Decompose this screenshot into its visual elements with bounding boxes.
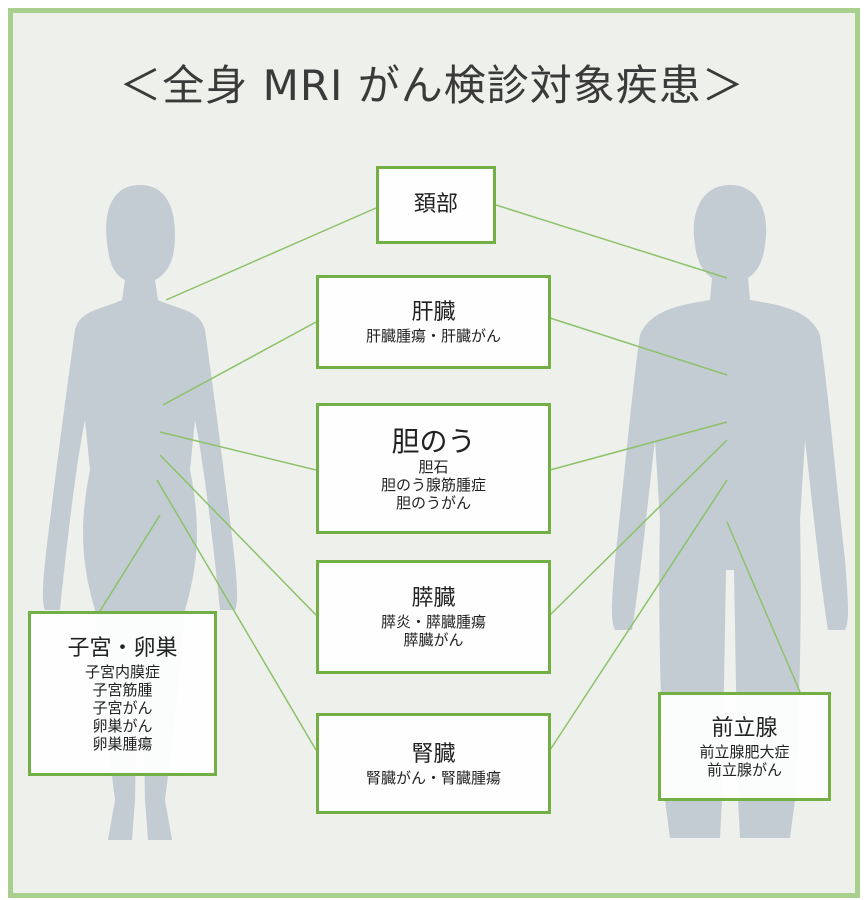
uterus-ovary-heading: 子宮・卵巣 (67, 635, 178, 661)
kidney-box: 腎臓 腎臓がん・腎臓腫瘍 (316, 713, 551, 814)
pancreas-heading: 膵臓 (411, 586, 456, 611)
female-silhouette (42, 185, 238, 840)
kidney-item: 腎臓がん・腎臓腫瘍 (365, 768, 501, 787)
prostate-box: 前立腺 前立腺肥大症 前立腺がん (658, 692, 831, 801)
liver-item: 肝臓腫瘍・肝臓がん (365, 327, 501, 345)
gallbladder-box: 胆のう 胆石 胆のう腺筋腫症 胆のうがん (316, 403, 551, 534)
pancreas-item: 膵炎・膵臓腫瘍 (380, 613, 486, 631)
uterus-ovary-item: 子宮内膜症 (84, 662, 160, 681)
liver-box: 肝臓 肝臓腫瘍・肝臓がん (316, 275, 551, 369)
uterus-ovary-box: 子宮・卵巣 子宮内膜症 子宮筋腫 子宮がん 卵巣がん 卵巣腫瘍 (28, 611, 217, 776)
gallbladder-item: 胆のう腺筋腫症 (380, 475, 486, 494)
uterus-ovary-item: 卵巣腫瘍 (92, 734, 153, 753)
liver-heading: 肝臓 (411, 300, 456, 325)
pancreas-item: 膵臓がん (403, 631, 464, 649)
male-silhouette (611, 185, 849, 838)
gallbladder-item: 胆のうがん (395, 493, 471, 512)
prostate-heading: 前立腺 (711, 715, 778, 741)
neck-box: 頚部 (376, 166, 496, 244)
gallbladder-heading: 胆のう (391, 424, 476, 458)
uterus-ovary-item: 卵巣がん (92, 716, 153, 735)
neck-heading: 頚部 (413, 192, 458, 217)
page-title: ＜全身 MRI がん検診対象疾患＞ (119, 61, 745, 110)
pancreas-box: 膵臓 膵炎・膵臓腫瘍 膵臓がん (316, 560, 551, 674)
gallbladder-item: 胆石 (418, 457, 449, 476)
kidney-heading: 腎臓 (411, 741, 456, 767)
uterus-ovary-item: 子宮がん (92, 698, 153, 717)
prostate-item: 前立腺がん (706, 760, 782, 779)
uterus-ovary-item: 子宮筋腫 (92, 680, 153, 699)
connector-lines (99, 204, 801, 751)
prostate-item: 前立腺肥大症 (699, 742, 790, 761)
